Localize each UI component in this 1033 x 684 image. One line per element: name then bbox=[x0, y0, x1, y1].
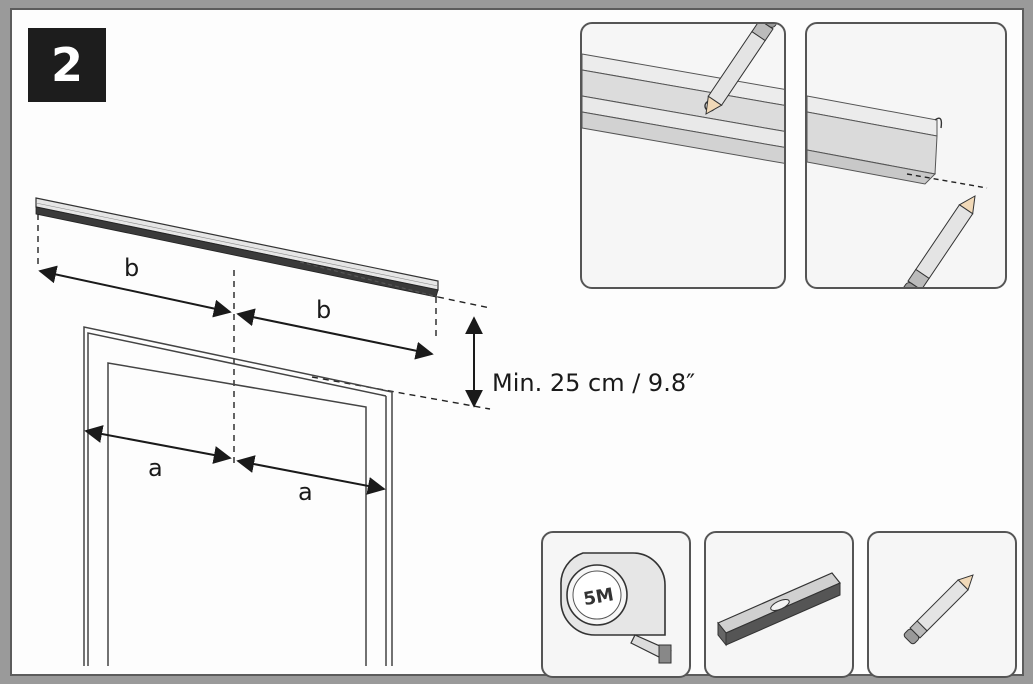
tool-panel-spirit-level bbox=[704, 531, 854, 678]
frame-half-arrow-right bbox=[236, 455, 386, 495]
door-frame bbox=[83, 326, 393, 666]
dimension-guides bbox=[37, 214, 491, 463]
rail-half-label-left: b bbox=[124, 254, 139, 282]
tool-panel-pencil bbox=[867, 531, 1017, 678]
spirit-level-icon bbox=[717, 572, 841, 647]
pencil-mark-below-rail-icon bbox=[807, 95, 988, 287]
step-number-badge: 2 bbox=[28, 28, 106, 102]
detail-panel-mark-below-rail bbox=[805, 22, 1007, 289]
rail-half-arrow-right bbox=[236, 308, 434, 360]
rail-half-label-right: b bbox=[316, 296, 331, 324]
rail-half-arrow-left bbox=[38, 265, 232, 318]
frame-half-label-left: a bbox=[148, 454, 163, 482]
pencil-mark-on-rail-icon bbox=[582, 24, 784, 164]
tape-measure-label: 5M bbox=[582, 584, 616, 610]
tape-measure-icon: 5M bbox=[560, 552, 672, 664]
frame-half-label-right: a bbox=[298, 478, 313, 506]
detail-panel-mark-rail bbox=[580, 22, 786, 289]
pencil-icon bbox=[903, 574, 974, 645]
min-height-label: Min. 25 cm / 9.8″ bbox=[492, 369, 695, 397]
tool-panel-tape-measure: 5M bbox=[541, 531, 691, 678]
frame-half-arrow-left bbox=[84, 425, 232, 464]
